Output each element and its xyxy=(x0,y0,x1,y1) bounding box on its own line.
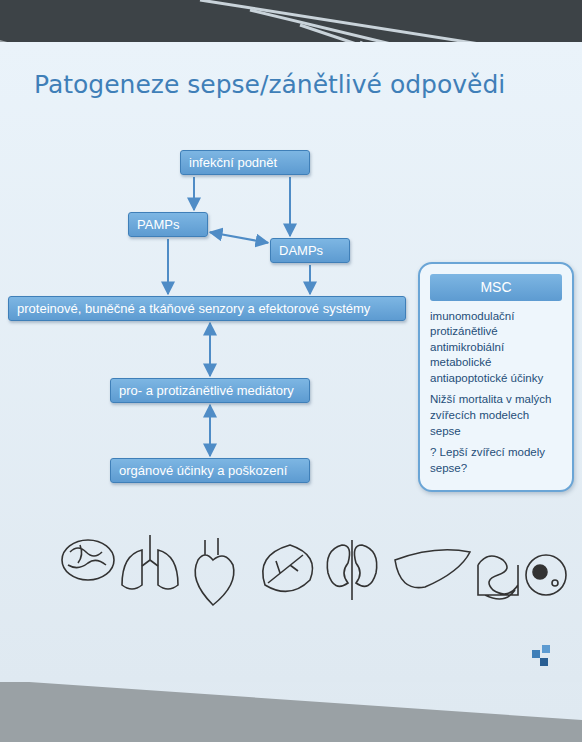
node-heading: orgánové účinky a poškození xyxy=(119,463,301,478)
connector-arrow xyxy=(210,232,268,243)
node-heading: proteinové, buněčné a tkáňové senzory a … xyxy=(17,301,397,316)
node-text: ? Lepší zvířecí modely sepse? xyxy=(430,445,562,476)
lung-lobe-icon xyxy=(263,545,313,591)
kidneys-icon xyxy=(327,540,376,600)
liver-icon xyxy=(395,550,470,588)
info-panel: MSC imunomodulační protizánětlivé antimik… xyxy=(418,262,574,492)
connector-arrow xyxy=(193,177,195,210)
process-box: proteinové, buněčné a tkáňové senzory a … xyxy=(8,296,406,321)
node-heading: MSC xyxy=(430,274,562,301)
connector-arrow xyxy=(309,265,311,294)
cell-icon xyxy=(526,555,566,595)
process-box: PAMPs xyxy=(128,212,208,237)
lungs-icon xyxy=(122,535,178,589)
process-box: DAMPs xyxy=(270,238,350,263)
projected-slide xyxy=(0,42,582,720)
connector-arrow xyxy=(289,177,291,236)
connector-arrow xyxy=(167,239,169,294)
slide-area xyxy=(0,42,582,682)
node-heading: pro- a protizánětlivé mediátory xyxy=(119,383,301,398)
process-box: pro- a protizánětlivé mediátory xyxy=(110,378,310,403)
node-heading: DAMPs xyxy=(279,243,341,258)
node-text: Nižší mortalita v malých zvířecích model… xyxy=(430,392,562,439)
intestines-icon xyxy=(478,556,518,599)
process-box: infekční podnět xyxy=(180,150,310,175)
organ-icons xyxy=(62,535,566,605)
process-box: orgánové účinky a poškození xyxy=(110,458,310,483)
node-heading: PAMPs xyxy=(137,217,199,232)
node-heading: infekční podnět xyxy=(189,155,301,170)
heart-icon xyxy=(195,538,234,605)
connector-arrow xyxy=(209,405,211,456)
node-text: imunomodulační protizánětlivé antimikrob… xyxy=(430,309,562,387)
logo xyxy=(532,645,550,666)
slide-title: Patogeneze sepse/zánětlivé odpovědi xyxy=(34,70,505,99)
brain-icon xyxy=(62,540,114,580)
connector-arrow xyxy=(209,323,211,376)
